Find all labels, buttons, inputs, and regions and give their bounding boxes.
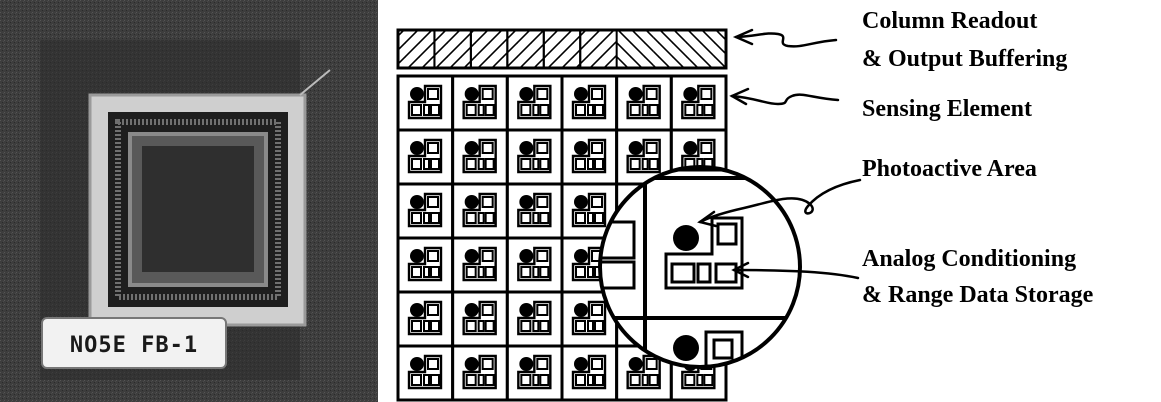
photoactive-area-dot bbox=[629, 141, 643, 155]
photoactive-area-dot bbox=[519, 195, 533, 209]
readout-segment bbox=[471, 30, 507, 68]
photoactive-area-dot bbox=[410, 141, 424, 155]
sensing-element bbox=[671, 76, 726, 130]
column-readout-bar bbox=[398, 30, 726, 68]
sensing-element bbox=[507, 184, 562, 238]
photoactive-area-dot bbox=[519, 249, 533, 263]
photoactive-area-dot bbox=[683, 141, 697, 155]
sensing-element bbox=[562, 130, 617, 184]
photoactive-area-dot bbox=[574, 87, 588, 101]
photoactive-area-dot bbox=[465, 195, 479, 209]
photoactive-area-dot bbox=[410, 87, 424, 101]
sensing-element bbox=[398, 76, 453, 130]
readout-segment bbox=[544, 30, 580, 68]
label-analog-conditioning-line1: Analog Conditioning bbox=[862, 246, 1076, 272]
die bbox=[142, 146, 254, 272]
photoactive-area-dot bbox=[574, 357, 588, 371]
photoactive-area-dot bbox=[683, 87, 697, 101]
photoactive-area-dot bbox=[574, 249, 588, 263]
sensing-element bbox=[398, 292, 453, 346]
sensing-element bbox=[562, 76, 617, 130]
sensing-element bbox=[507, 76, 562, 130]
chip-label: NO5E FB-1 bbox=[70, 333, 198, 358]
label-sensing-element: Sensing Element bbox=[862, 96, 1032, 122]
sensing-element bbox=[453, 184, 508, 238]
chip-photo: NO5E FB-1 bbox=[0, 0, 378, 402]
photoactive-area-dot bbox=[574, 141, 588, 155]
sensing-element bbox=[398, 346, 453, 400]
column-readout-pointer bbox=[736, 30, 836, 46]
sensing-element bbox=[453, 346, 508, 400]
sensing-element bbox=[562, 346, 617, 400]
photoactive-area-dot bbox=[629, 357, 643, 371]
label-column-readout-line2: & Output Buffering bbox=[862, 46, 1067, 72]
sensing-element bbox=[453, 76, 508, 130]
sensing-element bbox=[398, 130, 453, 184]
sensing-element bbox=[453, 292, 508, 346]
label-column-readout-line1: Column Readout bbox=[862, 8, 1037, 34]
photoactive-area-dot bbox=[574, 195, 588, 209]
photoactive-area-dot bbox=[465, 141, 479, 155]
photoactive-area-dot bbox=[574, 303, 588, 317]
photoactive-area-dot bbox=[519, 357, 533, 371]
photoactive-area-dot bbox=[465, 249, 479, 263]
photoactive-area-dot bbox=[629, 87, 643, 101]
photoactive-area-dot bbox=[410, 195, 424, 209]
photoactive-area-dot bbox=[465, 357, 479, 371]
sensing-element bbox=[507, 292, 562, 346]
sensing-element bbox=[398, 184, 453, 238]
sensing-element bbox=[453, 238, 508, 292]
photoactive-area-dot bbox=[519, 141, 533, 155]
label-photoactive-area: Photoactive Area bbox=[862, 156, 1037, 182]
photoactive-area-dot bbox=[519, 303, 533, 317]
photoactive-area-dot bbox=[673, 225, 699, 251]
photoactive-area-dot bbox=[410, 357, 424, 371]
readout-segment bbox=[653, 30, 689, 68]
readout-segment bbox=[690, 30, 726, 68]
sensing-element bbox=[617, 76, 672, 130]
photoactive-area-dot bbox=[465, 87, 479, 101]
readout-segment bbox=[434, 30, 470, 68]
readout-segment bbox=[580, 30, 616, 68]
photoactive-area-dot bbox=[519, 87, 533, 101]
sensing-element bbox=[398, 238, 453, 292]
sensing-element bbox=[453, 130, 508, 184]
readout-segment bbox=[507, 30, 543, 68]
label-analog-conditioning-line2: & Range Data Storage bbox=[862, 282, 1094, 308]
sensing-element-pointer bbox=[732, 89, 838, 104]
sensing-element bbox=[507, 238, 562, 292]
sensing-element bbox=[507, 346, 562, 400]
readout-segment bbox=[398, 30, 434, 68]
photoactive-area-dot bbox=[465, 303, 479, 317]
photoactive-area-dot bbox=[410, 249, 424, 263]
annotation-labels: Column Readout & Output Buffering Sensin… bbox=[862, 8, 1094, 308]
sensing-element bbox=[507, 130, 562, 184]
photoactive-area-dot bbox=[410, 303, 424, 317]
readout-segment bbox=[617, 30, 653, 68]
